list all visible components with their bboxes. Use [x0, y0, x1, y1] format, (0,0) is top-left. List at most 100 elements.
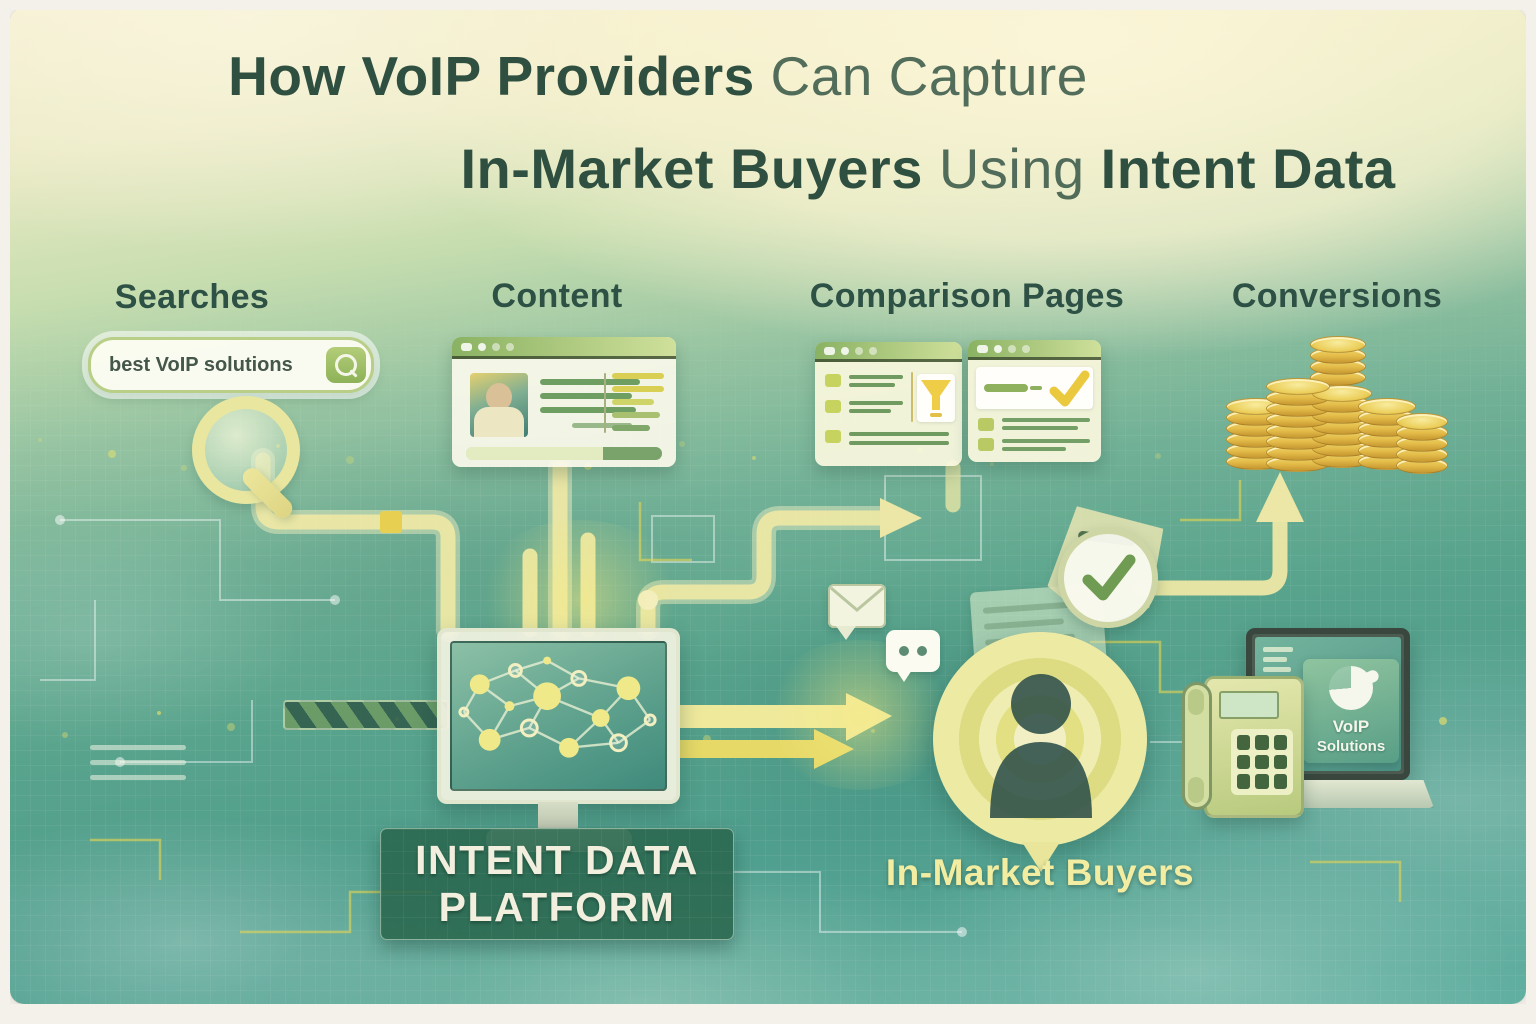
title-light-text: Using [922, 137, 1101, 200]
window-dot-icon [506, 342, 514, 351]
window-dot-icon [855, 346, 863, 355]
person-head [486, 383, 512, 411]
chat-bubble-icon [886, 630, 940, 672]
graph-node [478, 728, 501, 751]
gold-coin [1396, 413, 1448, 430]
envelope-tail [836, 626, 856, 640]
title-strong-text: How VoIP Providers [228, 45, 755, 107]
approval-panel [976, 367, 1093, 409]
monitor-stand-neck [538, 802, 578, 832]
text-line [540, 393, 632, 399]
list-bullet [825, 430, 841, 443]
text-line [572, 423, 632, 428]
article-author-photo [470, 373, 528, 437]
pie-chart-icon [1329, 666, 1373, 711]
text-line [540, 407, 636, 413]
graph-node [519, 718, 539, 738]
phone-handset [1182, 682, 1212, 810]
text-line [1002, 426, 1078, 430]
gold-coin [1266, 378, 1330, 395]
arrowhead-to-conversions [1256, 472, 1304, 522]
buyers-label: In-Market Buyers [885, 852, 1195, 893]
window-dot-icon [869, 346, 877, 355]
title-strong-text: In-Market Buyers [460, 137, 923, 200]
search-bar: best VoIP solutions [88, 337, 374, 393]
window-dot-icon [824, 346, 835, 355]
graph-node [507, 663, 523, 678]
text-line [1030, 386, 1042, 390]
network-graph [458, 656, 657, 758]
magnifying-glass-icon [192, 396, 300, 504]
checkmark-icon [1082, 554, 1136, 601]
voip-desk-phone [1204, 676, 1304, 818]
search-query-text: best VoIP solutions [109, 353, 293, 376]
list-bullet [978, 418, 994, 431]
infographic-art: How VoIP Providers Can Capture In-Market… [10, 8, 1526, 1004]
column-label-searches: Searches [114, 278, 270, 316]
arrowhead-to-comparison [880, 498, 922, 538]
graph-node [616, 676, 641, 701]
text-pill [984, 384, 1028, 392]
person-silhouette-icon [990, 674, 1092, 818]
text-line [540, 379, 640, 385]
platform-label-box: INTENT DATA PLATFORM [380, 828, 734, 940]
list-bullet [978, 438, 994, 451]
window-dot-icon [1008, 344, 1016, 353]
magnifier-icon [335, 354, 357, 376]
window-dot-icon [461, 342, 472, 351]
phone-keypad [1231, 729, 1293, 795]
voip-brand-line2: Solutions [1316, 738, 1386, 756]
browser-topbar [815, 342, 962, 362]
text-line [1002, 447, 1066, 451]
page-title-line2: In-Market Buyers Using Intent Data [320, 137, 1526, 200]
window-dot-icon [492, 342, 500, 351]
decorative-line [90, 775, 186, 780]
gold-coin-stacks [1224, 328, 1448, 478]
funnel-icon [921, 380, 951, 417]
phone-display [1219, 691, 1279, 719]
text-line [612, 386, 664, 392]
intent-platform-monitor [437, 628, 680, 804]
title-light-text: Can Capture [754, 45, 1088, 107]
title-strong-text: Intent Data [1100, 137, 1396, 200]
envelope-icon [828, 584, 886, 628]
comparison-card-1 [815, 342, 962, 466]
window-dot-icon [1022, 344, 1030, 353]
text-line [612, 425, 650, 431]
graph-node [458, 706, 470, 718]
window-dot-icon [478, 342, 486, 351]
divider-line [911, 372, 913, 422]
text-line [1002, 439, 1090, 443]
column-label-comparison-pages: Comparison Pages [809, 277, 1125, 315]
comparison-card-2 [968, 340, 1101, 462]
text-line [612, 399, 654, 405]
text-line [849, 409, 891, 413]
voip-solutions-panel: VoIP Solutions [1303, 659, 1399, 763]
graph-node [609, 733, 628, 753]
text-line [849, 375, 903, 379]
checkmark-icon [1049, 370, 1090, 407]
text-line [849, 441, 949, 445]
window-dot-icon [977, 344, 988, 353]
content-browser-card [452, 337, 676, 467]
graph-node [570, 669, 588, 687]
gold-coin [1310, 336, 1366, 353]
window-dot-icon [994, 344, 1002, 353]
decorative-line [90, 745, 186, 750]
platform-label-line2: PLATFORM [438, 884, 676, 930]
column-label-content: Content [491, 277, 623, 315]
list-bullet [825, 400, 841, 413]
list-bullet [825, 374, 841, 387]
text-line [849, 401, 903, 405]
conveyor-stripe-decoration [283, 700, 449, 730]
gold-coin [1358, 398, 1416, 415]
progress-cap [603, 447, 662, 460]
graph-node [643, 713, 657, 727]
text-line [1002, 418, 1090, 422]
decorative-line [90, 760, 186, 765]
person-torso [474, 407, 524, 437]
browser-topbar [968, 340, 1101, 360]
check-badge [1058, 528, 1158, 628]
progress-fill [466, 447, 604, 460]
text-line [612, 412, 660, 418]
